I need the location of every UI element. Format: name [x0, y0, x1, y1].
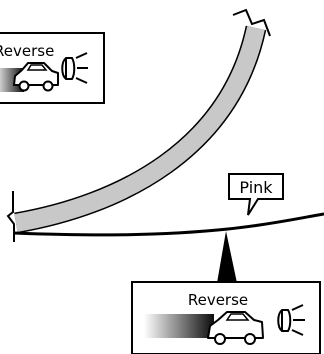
headlight-beam-icon	[61, 52, 88, 84]
reverse-callout-top: Reverse	[0, 32, 105, 104]
motion-trail-bottom	[144, 314, 214, 338]
position-marker-triangle	[217, 231, 237, 283]
pink-line	[13, 212, 324, 237]
reverse-band	[14, 25, 267, 234]
car-reversing-icon	[207, 311, 264, 345]
reverse-label-bottom: Reverse	[188, 291, 248, 309]
band-break-mark-bottom	[6, 191, 15, 242]
pink-callout: Pink	[228, 173, 284, 216]
reverse-callout-bottom: Reverse	[131, 281, 321, 354]
pink-label: Pink	[239, 178, 273, 197]
band-break-mark-top	[232, 8, 271, 37]
reverse-label-top: Reverse	[0, 42, 54, 60]
car-reversing-icon	[13, 62, 59, 92]
headlight-beam-icon	[277, 304, 305, 336]
